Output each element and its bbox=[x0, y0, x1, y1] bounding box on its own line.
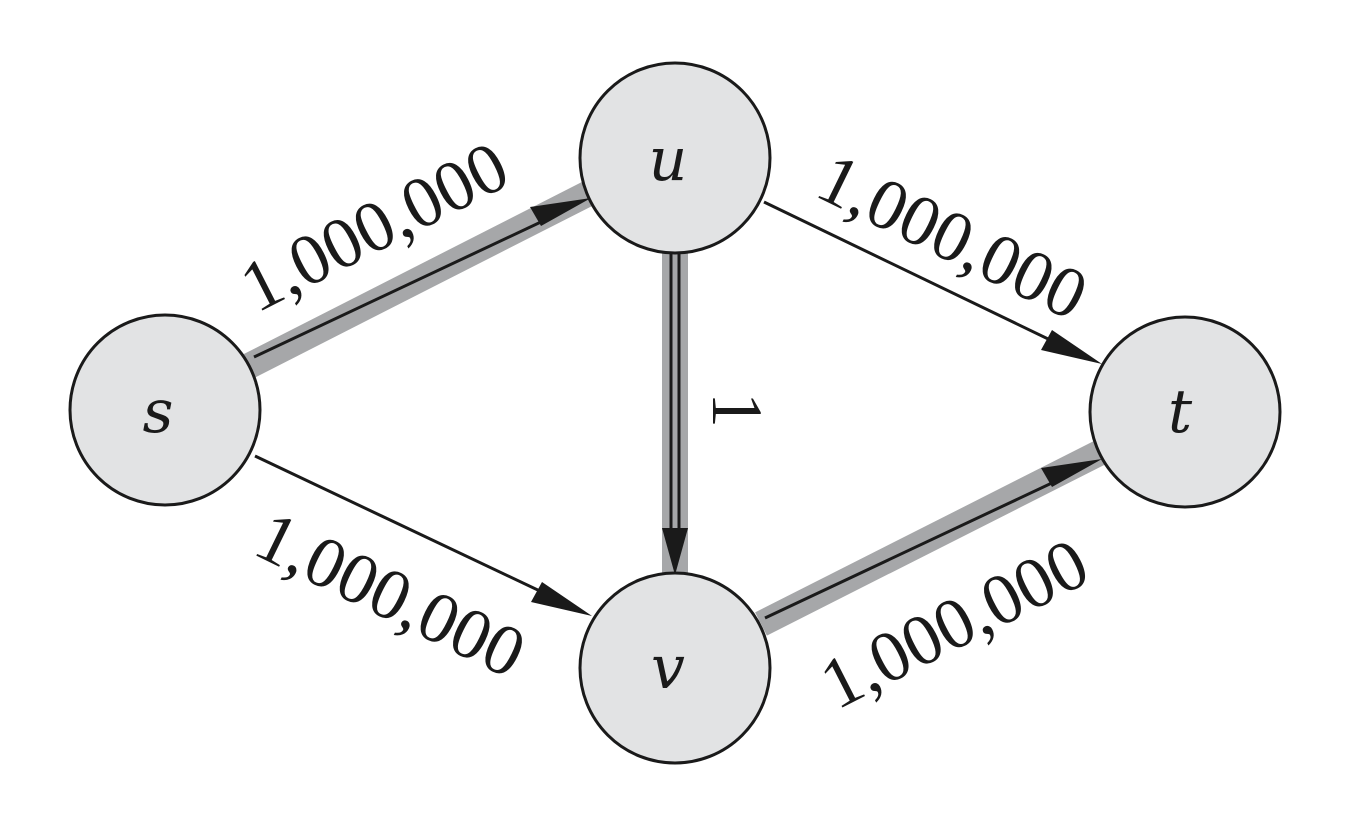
edge-highlight-v-t bbox=[755, 440, 1107, 636]
node-u: u bbox=[578, 61, 772, 255]
arrowhead-u-v bbox=[662, 528, 688, 575]
edge-s-u bbox=[253, 198, 591, 359]
node-u-circle bbox=[578, 61, 772, 255]
edge-v-t bbox=[764, 459, 1102, 620]
edge-layer bbox=[253, 198, 1102, 620]
edge-line-u-t bbox=[763, 200, 1072, 352]
edge-label-u-t: 1,000,000 bbox=[806, 137, 1100, 335]
edge-label-v-t: 1,000,000 bbox=[808, 523, 1101, 725]
edge-label-s-v: 1,000,000 bbox=[244, 495, 538, 693]
node-s: s bbox=[68, 313, 262, 507]
node-layer: s u v t bbox=[68, 61, 1282, 765]
node-v-label: v bbox=[651, 633, 685, 703]
edge-s-v bbox=[254, 454, 592, 616]
node-u-label: u bbox=[649, 125, 688, 195]
edge-line-s-v bbox=[254, 454, 562, 603]
edge-line-s-u bbox=[253, 211, 561, 359]
node-v: v bbox=[578, 571, 772, 765]
arrowhead-v-t bbox=[1041, 459, 1102, 487]
node-v-circle bbox=[578, 571, 772, 765]
edge-line-v-t bbox=[764, 472, 1072, 620]
edge-u-v bbox=[662, 252, 688, 575]
arrowhead-s-u bbox=[530, 198, 591, 226]
node-s-label: s bbox=[143, 377, 174, 447]
arrowhead-u-t bbox=[1041, 330, 1102, 364]
node-t: t bbox=[1088, 315, 1282, 509]
edge-u-t bbox=[763, 200, 1102, 364]
node-s-circle bbox=[68, 313, 262, 507]
node-t-label: t bbox=[1168, 377, 1193, 447]
arrowhead-s-v bbox=[531, 582, 592, 616]
node-t-circle bbox=[1088, 315, 1282, 509]
edge-label-u-v: 1 bbox=[697, 392, 777, 428]
